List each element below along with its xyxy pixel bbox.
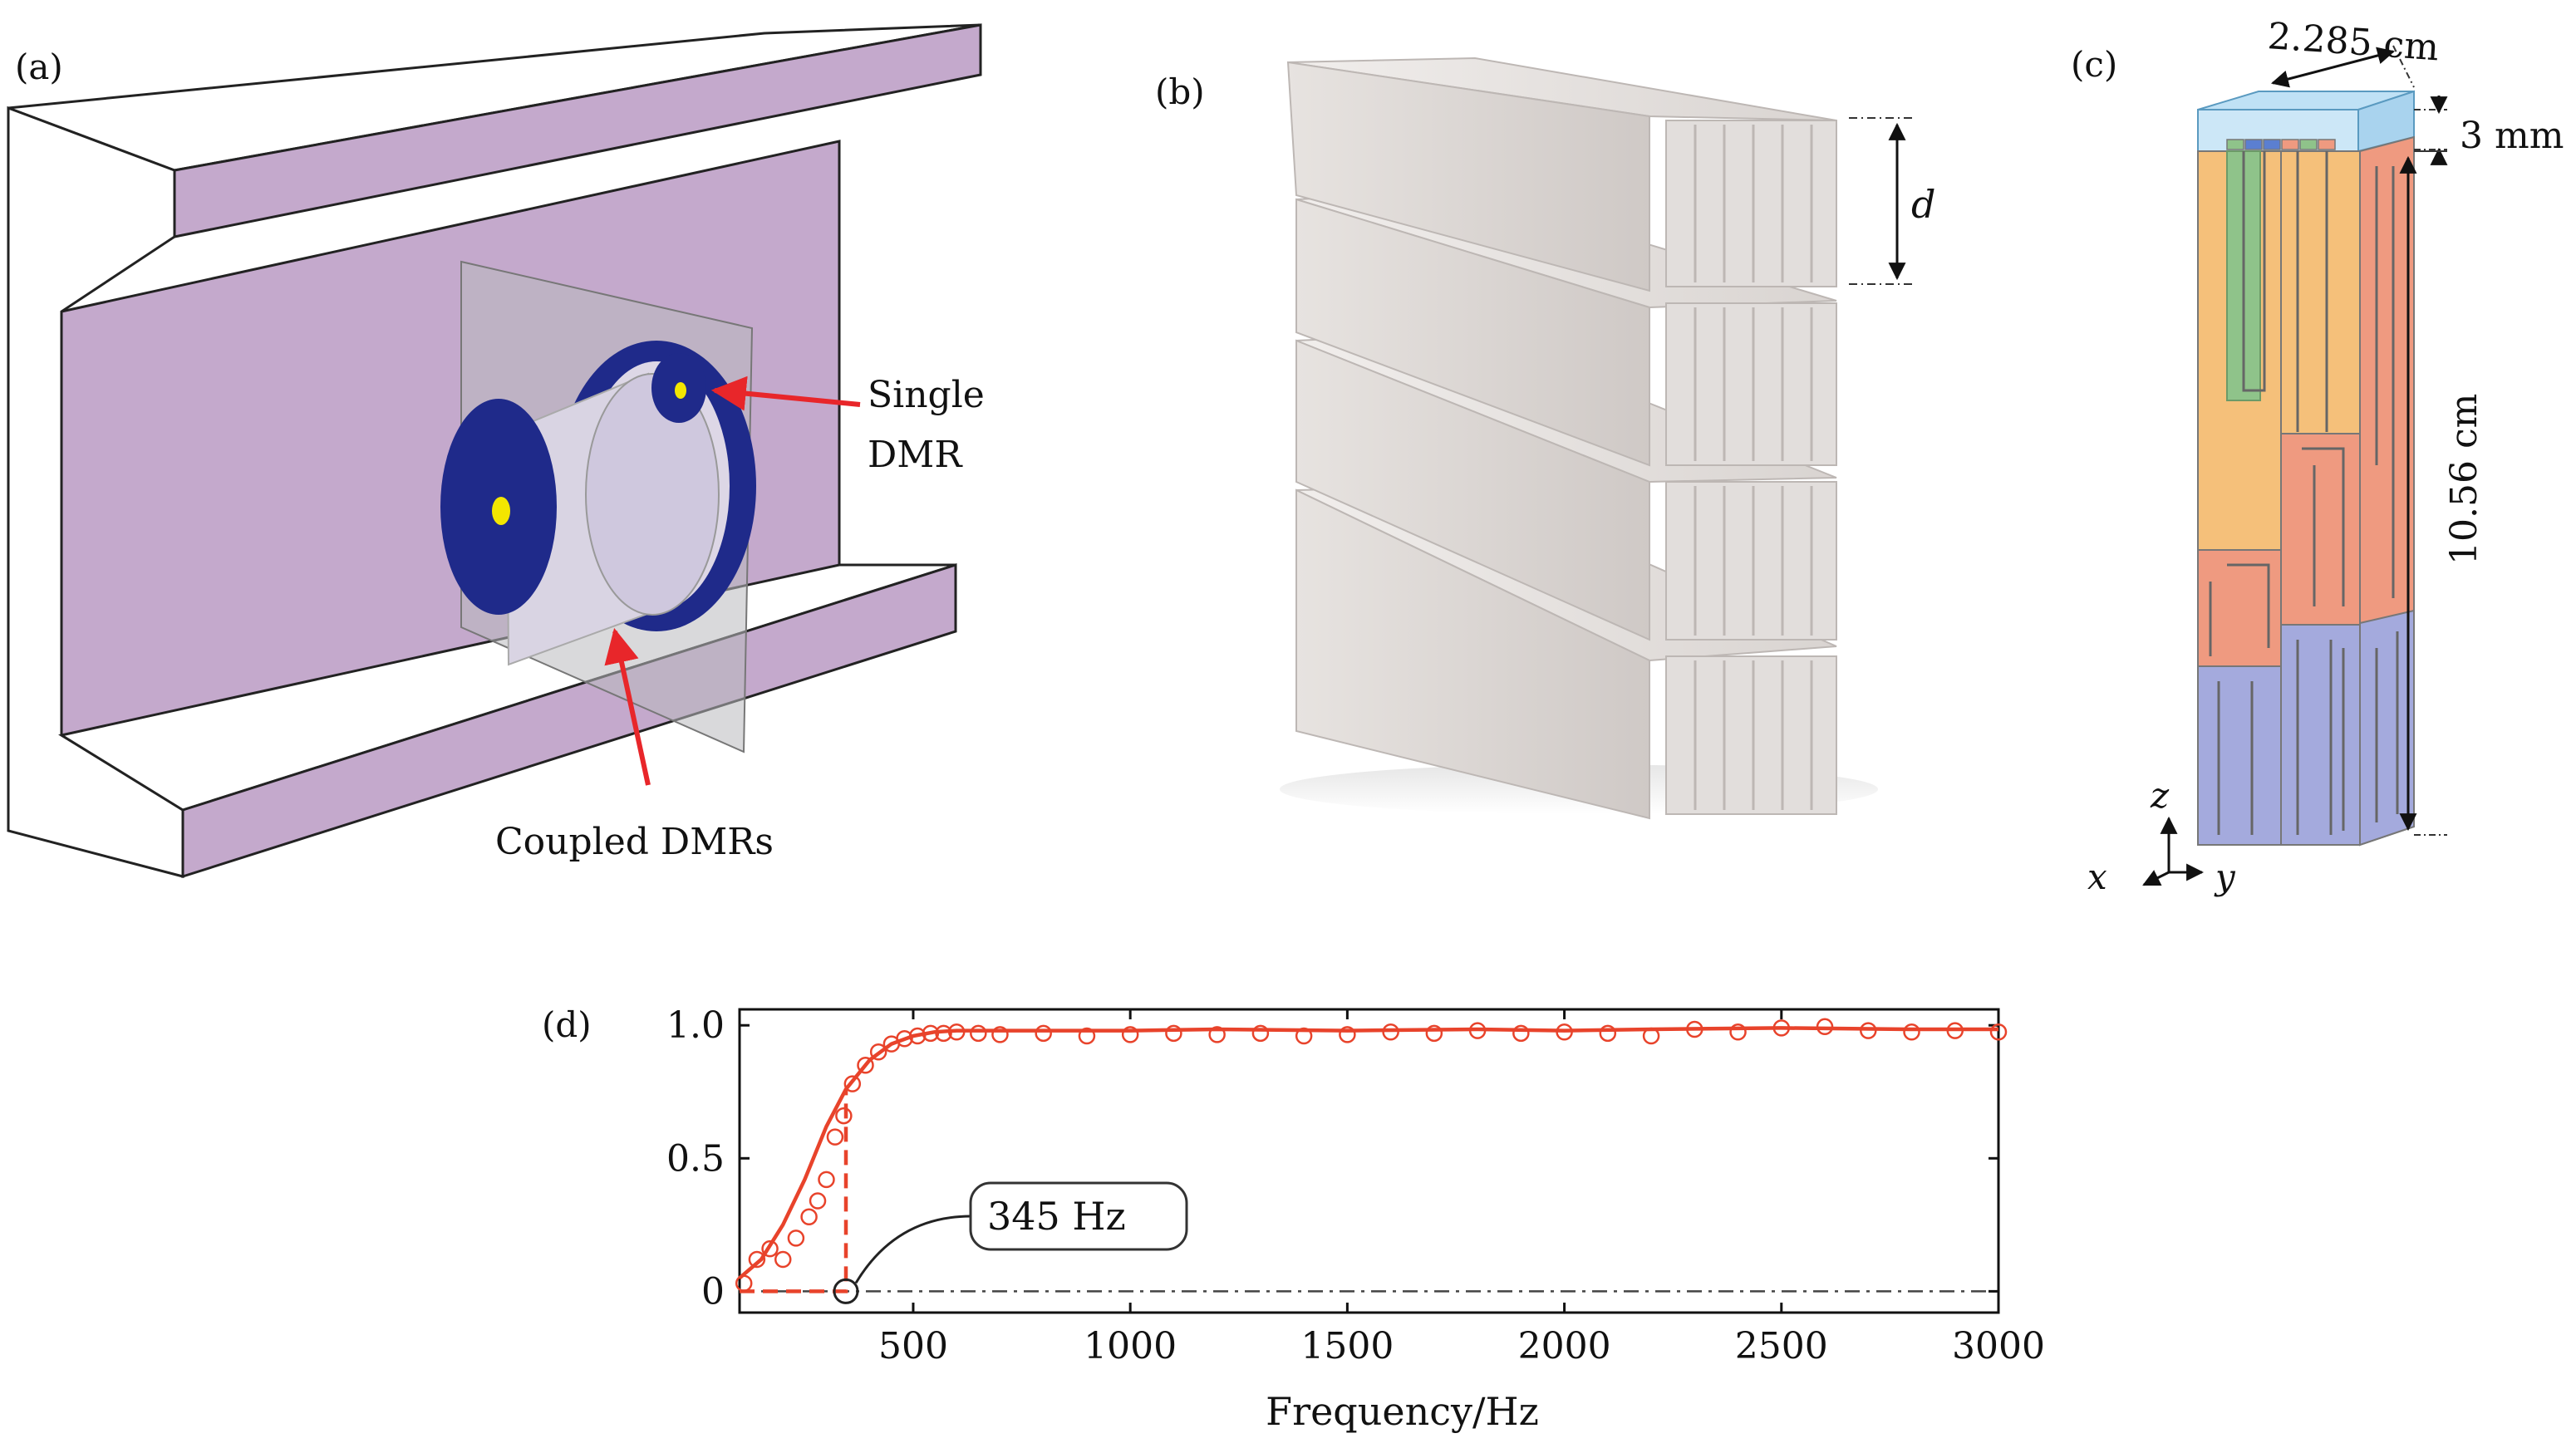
height-label: 10.56 cm	[2443, 394, 2485, 565]
data-point	[896, 1029, 913, 1048]
y-tick-label: 0	[701, 1270, 725, 1313]
x-tick-label: 3000	[1952, 1325, 2045, 1367]
slab-1	[1286, 56, 1837, 292]
salmon-block-front	[2197, 549, 2282, 667]
data-point	[1816, 1018, 1834, 1036]
x-tick-label: 1500	[1300, 1325, 1394, 1367]
data-point	[774, 1250, 792, 1269]
annotation-box	[969, 1181, 1188, 1251]
data-point	[1772, 1019, 1791, 1037]
data-point	[1078, 1027, 1096, 1045]
data-point	[1512, 1024, 1530, 1043]
unit-cell-column	[2197, 90, 2415, 847]
panel-b: (b)	[1155, 56, 1935, 820]
single-dmr-arrow	[710, 375, 861, 411]
panel-a: (a)	[7, 23, 985, 879]
x-tick-label: 2000	[1518, 1325, 1611, 1367]
axis-triad	[2142, 816, 2205, 886]
x-tick-label: 500	[878, 1325, 948, 1367]
data-point	[1599, 1024, 1617, 1043]
x-tick-label: 2500	[1735, 1325, 1828, 1367]
y-tick-label: 0.5	[666, 1137, 725, 1180]
coupled-dmr-label: Coupled DMRs	[495, 821, 774, 863]
data-point	[1642, 1027, 1660, 1045]
panel-c-dimensions	[2270, 45, 2448, 836]
data-point	[1686, 1020, 1703, 1038]
axis-y-label: y	[2214, 857, 2236, 897]
data-point	[1339, 1026, 1356, 1043]
data-point	[826, 1128, 844, 1146]
dimension-d	[1849, 117, 1915, 285]
data-point	[1729, 1023, 1747, 1041]
data-point	[809, 1192, 827, 1210]
metamaterial-stack	[1286, 56, 1837, 820]
data-point	[1208, 1026, 1226, 1043]
data-point	[800, 1208, 818, 1225]
panel-c-tag: (c)	[2071, 44, 2117, 85]
data-point	[991, 1026, 1009, 1043]
data-point	[922, 1024, 940, 1043]
plot-frame	[738, 1008, 2000, 1314]
annotation-label: 345 Hz	[987, 1194, 1126, 1239]
x-tick-label: 1000	[1084, 1325, 1177, 1367]
data-point	[1165, 1024, 1182, 1043]
data-point	[947, 1023, 966, 1041]
data-point	[1903, 1023, 1920, 1041]
annotation-leader	[854, 1215, 971, 1284]
cross-section-grid	[2226, 139, 2336, 150]
data-point	[761, 1239, 779, 1258]
series-solid-line	[738, 1026, 1998, 1280]
coupled-dmr-arrow	[604, 627, 651, 786]
panel-c: (c)	[2071, 15, 2564, 897]
data-point	[1121, 1026, 1139, 1043]
data-point	[1425, 1024, 1443, 1043]
annotation-345: 345 Hz	[969, 1181, 1188, 1251]
data-point	[1035, 1024, 1052, 1043]
channel-lines	[2209, 151, 2399, 835]
single-dmr-label-1: Single	[868, 374, 985, 416]
coupled-dmrs	[440, 341, 756, 666]
data-point	[835, 1107, 853, 1125]
data-point	[818, 1171, 835, 1189]
panel-a-tag: (a)	[15, 47, 63, 87]
data-point	[908, 1027, 927, 1045]
axis-z-label: z	[2150, 775, 2170, 816]
data-point	[1946, 1022, 1964, 1039]
data-point	[1295, 1027, 1313, 1045]
data-point	[970, 1024, 987, 1043]
top-thickness-label: 3 mm	[2460, 115, 2564, 157]
panel-d-tag: (d)	[542, 1004, 592, 1045]
marker-345	[833, 1278, 859, 1304]
single-dmr-label-2: DMR	[868, 434, 963, 476]
data-point	[869, 1043, 887, 1061]
panel-d: (d) 500 1000 1500 2000 2500 3000 0 0.5 1.0Freque…	[542, 1004, 2045, 1434]
axis-x-label: x	[2087, 857, 2107, 897]
single-dmr	[651, 353, 706, 423]
width-label: 2.285 cm	[2266, 15, 2440, 69]
data-point	[843, 1075, 862, 1092]
data-point	[935, 1024, 952, 1043]
series-dashed-step	[740, 1089, 848, 1293]
data-point	[1989, 1023, 2008, 1041]
dimension-d-label: d	[1911, 182, 1935, 227]
transmission-chart: 500 1000 1500 2000 2500 3000 0 0.5 1.0Frequency/…	[666, 1004, 2045, 1434]
data-point	[1468, 1022, 1487, 1039]
data-point	[1556, 1023, 1573, 1041]
panel-b-tag: (b)	[1155, 71, 1205, 112]
data-point	[1382, 1023, 1399, 1041]
data-point	[1251, 1024, 1270, 1043]
data-point	[1860, 1022, 1877, 1039]
data-point	[787, 1230, 805, 1247]
x-axis-label: Frequency/Hz	[1266, 1389, 1539, 1434]
data-point	[857, 1056, 874, 1074]
front-disc-neck	[492, 497, 510, 525]
lavender-block-front	[2197, 665, 2282, 846]
y-tick-label: 1.0	[666, 1004, 725, 1047]
data-point	[748, 1250, 766, 1269]
